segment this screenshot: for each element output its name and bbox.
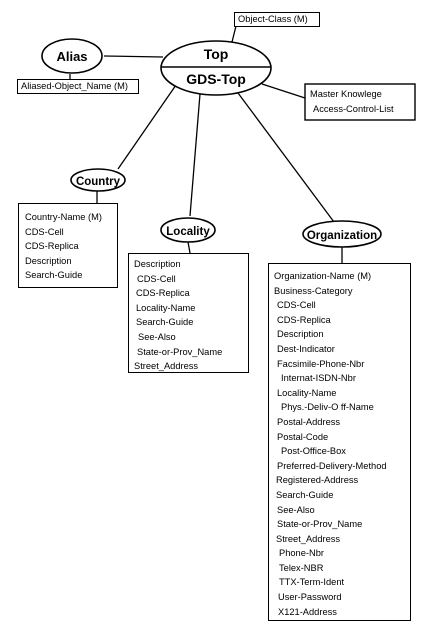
country-ellipse: [70, 168, 126, 192]
locality-attribute: Locality-Name: [136, 302, 196, 313]
master-box: [304, 83, 416, 121]
organization-attribute: State-or-Prov_Name: [277, 519, 363, 530]
top-ellipse: [160, 40, 272, 96]
organization-attribute: Registered-Address: [276, 475, 359, 486]
organization-attribute: CDS-Cell: [277, 300, 316, 311]
aliased-object-name-tag: Aliased-Object_Name (M): [17, 79, 139, 94]
organization-attribute: Organization-Name (M): [274, 271, 372, 281]
organization-attribute: Street_Address: [276, 533, 341, 544]
locality-attribute: Description: [134, 259, 181, 269]
country-attribute: Description: [25, 255, 72, 266]
organization-attribute: Locality-Name: [277, 387, 337, 398]
top-label: Top: [204, 46, 229, 62]
line-top-to-country: [117, 84, 177, 170]
line-top-to-locality: [189, 93, 201, 217]
country-attribute: CDS-Replica: [25, 241, 79, 252]
master-text: Master Knowlege Access-Control-List: [310, 87, 394, 117]
organization-attribute: Post-Office-Box: [281, 446, 346, 457]
line-top-to-objectclass: [231, 25, 237, 43]
locality-attribute: CDS-Cell: [137, 273, 176, 284]
organization-attribute: Phone-Nbr: [279, 548, 324, 559]
organization-attribute: Search-Guide: [276, 489, 334, 500]
gds-top-label: GDS-Top: [186, 71, 246, 87]
locality-attribute: Search-Guide: [136, 317, 194, 328]
country-attribute: Search-Guide: [25, 270, 83, 281]
country-label: Country: [76, 176, 121, 188]
organization-attribute: Postal-Address: [277, 416, 341, 427]
organization-attribute: Preferred-Delivery-Method: [277, 460, 387, 471]
organization-attribute: See-Also: [277, 504, 315, 515]
country-attribute-box: Country-Name (M) CDS-Cell CDS-Replica De…: [18, 203, 118, 288]
organization-attribute: Postal-Code: [277, 431, 329, 442]
locality-attribute: See-Also: [138, 331, 176, 342]
object-class-tag: Object-Class (M): [234, 12, 320, 27]
line-top-to-organization: [237, 92, 335, 223]
organization-attribute: Facsimile-Phone-Nbr: [277, 358, 365, 369]
line-alias-to-top: [103, 55, 164, 58]
master-line-1: Master Knowlege: [310, 89, 382, 99]
organization-ellipse: [302, 220, 382, 248]
locality-attribute: State-or-Prov_Name: [137, 346, 223, 357]
line-top-to-master: [261, 83, 306, 99]
locality-attribute-box: Description CDS-Cell CDS-Replica Localit…: [128, 253, 249, 373]
locality-attribute: Street_Address: [134, 361, 199, 372]
organization-attribute: Business-Category: [274, 285, 353, 296]
organization-attribute: X121-Address: [278, 606, 337, 617]
alias-ellipse: [41, 38, 103, 74]
locality-label: Locality: [166, 226, 210, 238]
organization-attribute: Dest-Indicator: [277, 343, 335, 354]
organization-attribute-box: Organization-Name (M) Business-Category …: [268, 263, 411, 621]
organization-attribute: Internat-ISDN-Nbr: [281, 373, 356, 384]
organization-attribute: Description: [277, 329, 324, 340]
master-line-2: Access-Control-List: [313, 104, 394, 114]
locality-attribute: CDS-Replica: [136, 288, 190, 299]
organization-label: Organization: [307, 230, 377, 242]
organization-attribute: User-Password: [278, 592, 342, 603]
country-attribute: Country-Name (M): [25, 212, 102, 222]
organization-attribute: TTX-Term-Ident: [279, 577, 345, 588]
organization-attribute: Phys.-Deliv-O ff-Name: [281, 402, 374, 413]
country-attribute: CDS-Cell: [25, 226, 64, 237]
organization-attribute: CDS-Replica: [277, 314, 331, 325]
line-locality-to-box: [187, 241, 191, 254]
organization-attribute: Telex-NBR: [279, 562, 324, 573]
locality-ellipse: [160, 217, 216, 243]
alias-label: Alias: [56, 49, 87, 64]
